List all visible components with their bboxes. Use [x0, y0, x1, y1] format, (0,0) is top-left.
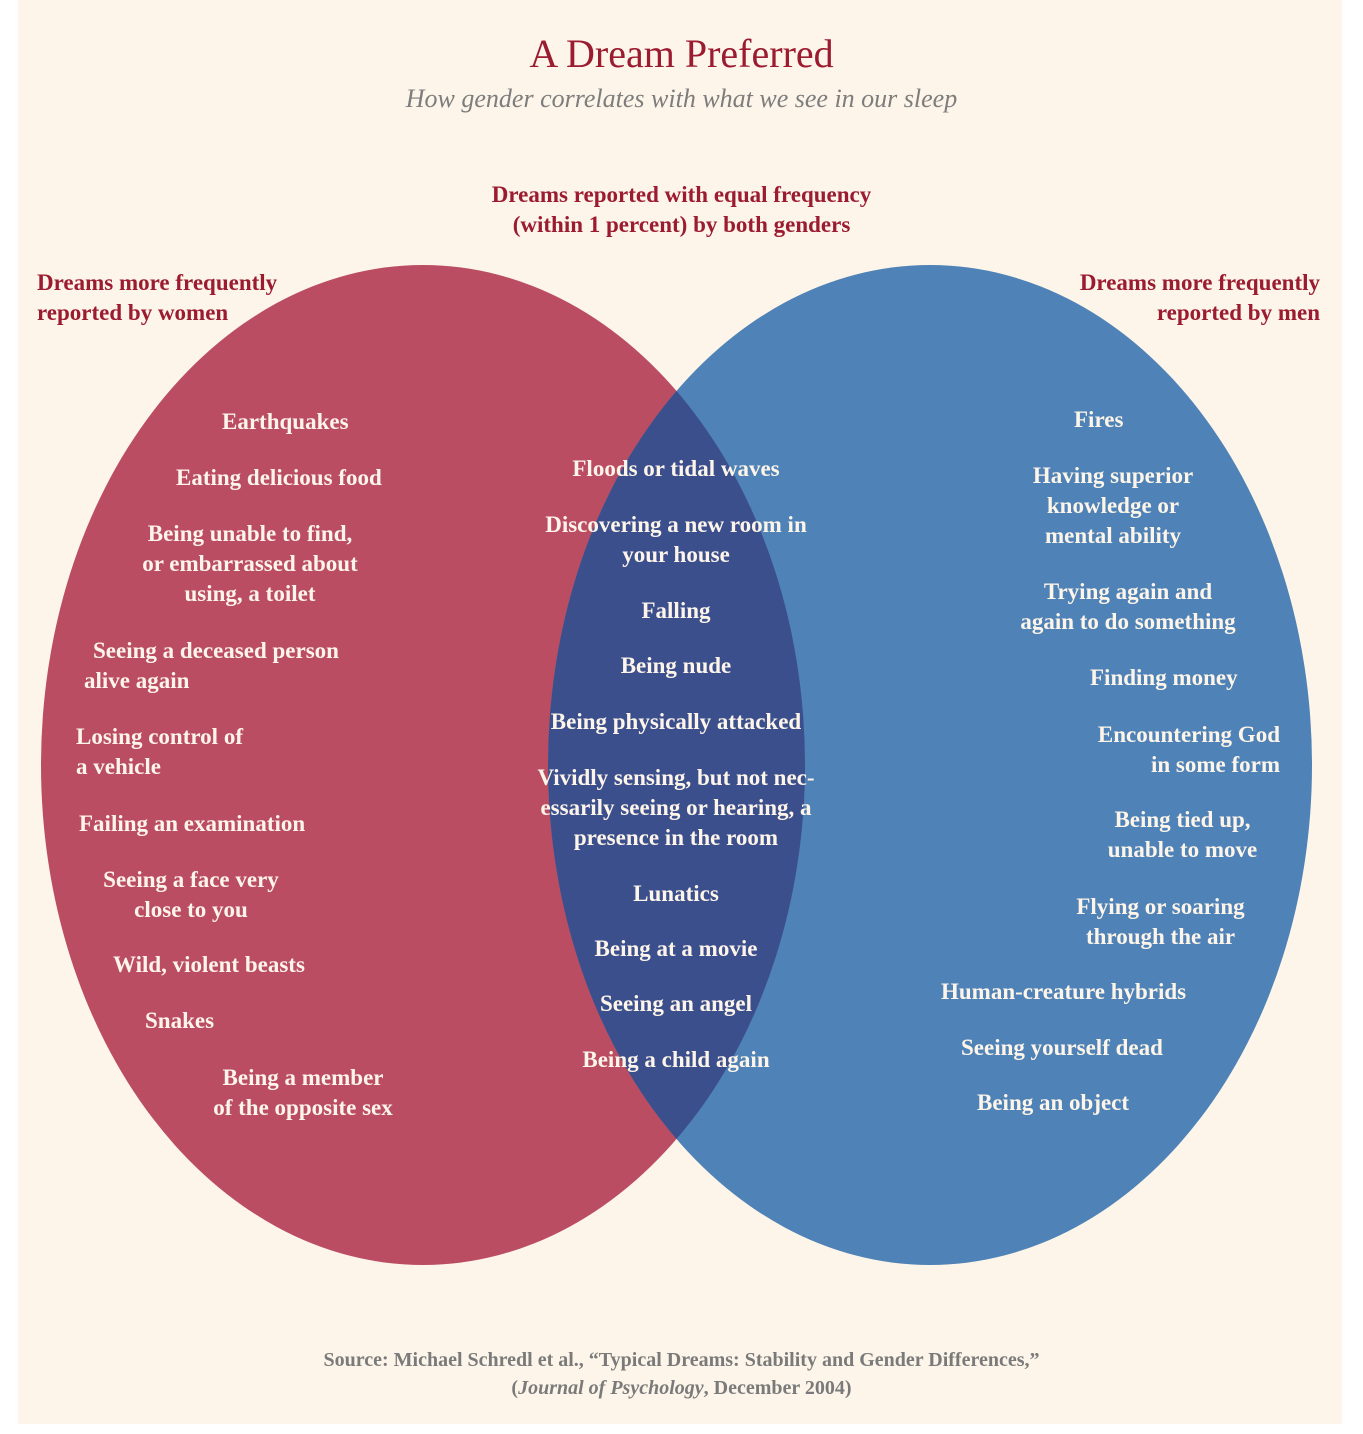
men-item: Seeing yourself dead [961, 1035, 1163, 1060]
men-item: Trying again and again to do something [1020, 579, 1236, 634]
men-item: Being an object [977, 1090, 1130, 1115]
women-item: Earthquakes [222, 409, 349, 434]
women-item: Losing control of a vehicle [76, 724, 243, 779]
men-item: Encountering God in some form [1097, 722, 1280, 777]
women-item: Being a member of the opposite sex [213, 1065, 393, 1120]
source-line-1: Source: Michael Schredl et al., “Typical… [323, 1349, 1040, 1371]
men-item: Finding money [1090, 665, 1238, 690]
men-item: Fires [1074, 407, 1124, 432]
both-item: Being nude [620, 653, 732, 678]
source-journal: Journal of Psychology [518, 1377, 704, 1399]
both-item: Seeing an angel [599, 991, 753, 1016]
women-item: Snakes [145, 1008, 215, 1033]
both-item: Discovering a new room in your house [545, 512, 807, 567]
women-item: Being unable to find, or embarrassed abo… [142, 521, 358, 606]
men-item: Human-creature hybrids [941, 979, 1187, 1004]
both-item: Being a child again [582, 1047, 770, 1072]
both-item: Floods or tidal waves [572, 456, 780, 481]
women-item: Seeing a deceased person alive again [84, 638, 339, 693]
source-note: Source: Michael Schredl et al., “Typical… [0, 1346, 1363, 1402]
source-open: ( [511, 1377, 519, 1399]
heading-men: Dreams more frequently reported by men [1079, 270, 1320, 325]
overlap-region [548, 265, 805, 1265]
both-item: Vividly sensing, but not nec- essarily s… [537, 765, 815, 850]
source-close: , December 2004) [703, 1377, 852, 1399]
source-line-2: (Journal of Psychology, December 2004) [0, 1374, 1363, 1402]
women-item: Failing an examination [79, 811, 306, 836]
men-item: Flying or soaring through the air [1076, 894, 1245, 949]
men-item: Being tied up, unable to move [1107, 807, 1258, 862]
heading-women: Dreams more frequently reported by women [37, 270, 278, 325]
women-item: Wild, violent beasts [113, 952, 305, 977]
both-item: Being physically attacked [550, 709, 802, 734]
both-item: Lunatics [633, 881, 719, 906]
both-item: Falling [641, 598, 711, 623]
men-item: Having superior knowledge or mental abil… [1032, 463, 1194, 548]
women-item: Seeing a face very close to you [103, 867, 279, 922]
page-title: A Dream Preferred [529, 31, 834, 76]
both-item: Being at a movie [594, 936, 758, 961]
page-subtitle: How gender correlates with what we see i… [405, 84, 958, 113]
women-item: Eating delicious food [176, 465, 382, 490]
heading-both: Dreams reported with equal frequency (wi… [491, 182, 872, 237]
